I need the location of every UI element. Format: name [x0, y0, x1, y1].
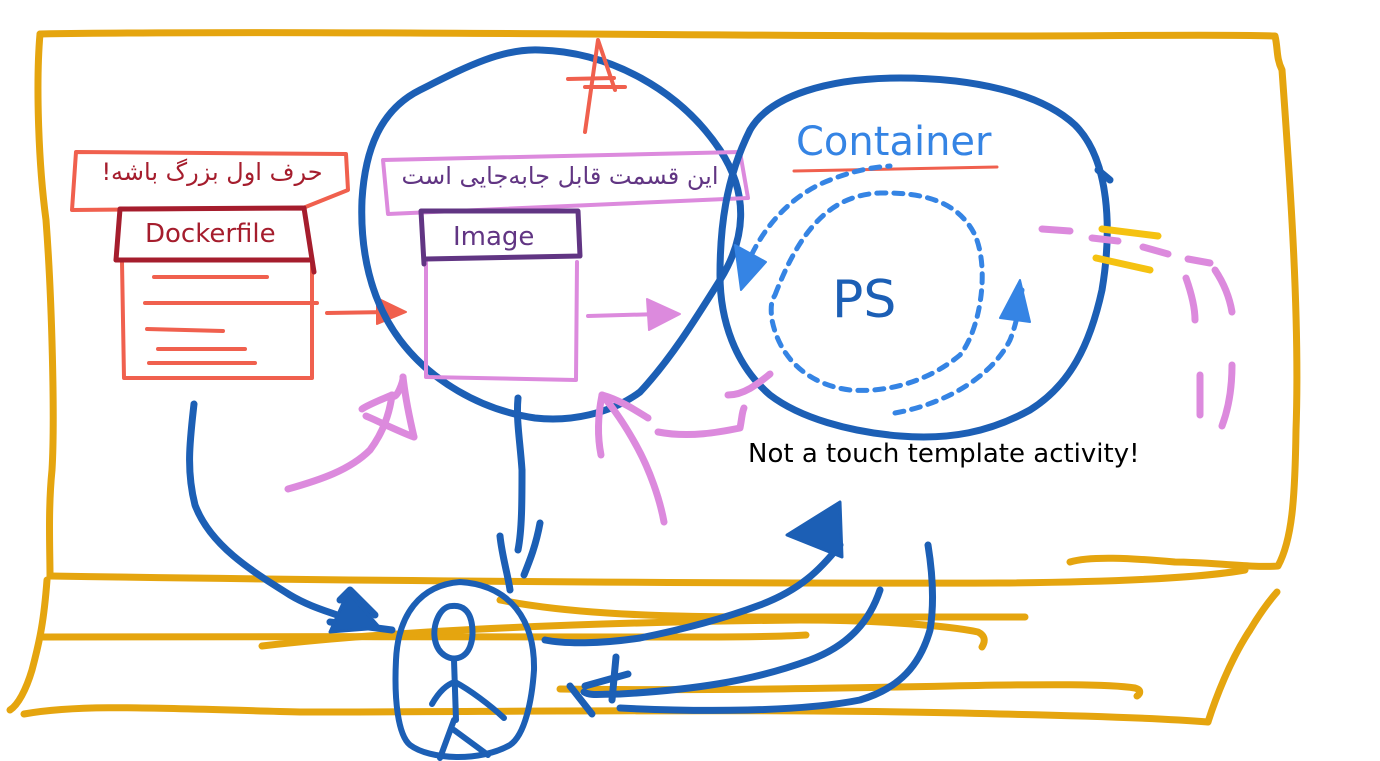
cycle-arrowheads: [734, 244, 1031, 323]
image-label-box: [418, 208, 583, 267]
touch-note: Not a touch template activity!: [748, 439, 1140, 469]
image-document: [424, 260, 579, 382]
image-label: Image: [453, 222, 534, 252]
stick-figure: [392, 579, 538, 761]
dockerfile-label-box: [113, 205, 317, 275]
farsi-note-left-box: [70, 150, 350, 212]
dockerfile-label: Dockerfile: [145, 219, 276, 249]
farsi-note-middle: این قسمت قابل جابه‌جایی است: [402, 162, 719, 190]
connector-lines: [186, 394, 937, 718]
pink-strokes: [284, 225, 1236, 526]
ps-label: PS: [832, 270, 896, 330]
arrow-dockerfile-to-image: [325, 297, 407, 325]
image-circle: [358, 46, 745, 423]
yellow-marks: [1092, 225, 1162, 274]
container-circle: [716, 74, 1114, 441]
tree-icon: [566, 38, 627, 134]
container-underline: [792, 165, 999, 173]
dockerfile-document: [120, 260, 319, 380]
farsi-note-left: حرف اول بزرگ باشه!: [101, 158, 322, 186]
blue-arrowheads: [328, 500, 844, 634]
farsi-note-middle-box: [381, 150, 750, 216]
arrow-image-to-container: [586, 298, 681, 331]
container-label: Container: [796, 119, 992, 165]
